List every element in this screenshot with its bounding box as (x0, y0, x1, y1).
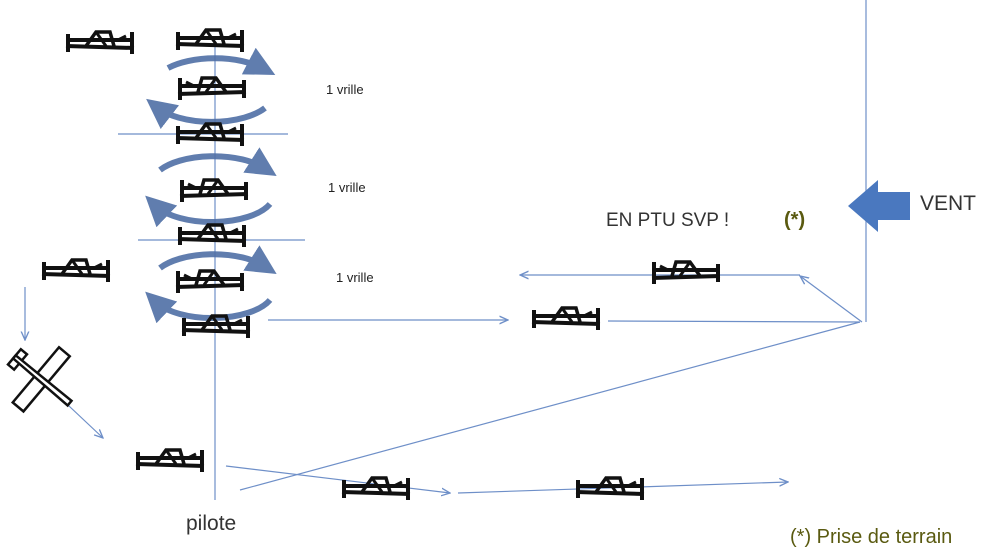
path-turn-up (800, 276, 863, 323)
notice-footnote-mark: (*) (784, 209, 806, 231)
airplane-side-icon (134, 448, 206, 474)
airplane-side-icon (650, 260, 722, 286)
airplane-side-icon (174, 269, 246, 295)
spin-label-2: 1 vrille (328, 180, 366, 195)
pattern-notice: EN PTU SVP ! (606, 210, 730, 231)
spin-label-3: 1 vrille (336, 270, 374, 285)
wind-arrow-icon (848, 180, 910, 232)
pilot-label: pilote (186, 512, 237, 535)
rotation-circle-icon (146, 47, 276, 130)
path-to-turn (607, 320, 861, 323)
airplane-side-icon (174, 122, 246, 148)
airplane-side-icon (176, 223, 248, 249)
airplane-side-icon (40, 258, 112, 284)
footnote: (*) Prise de terrain (790, 526, 953, 548)
airplane-side-icon (174, 28, 246, 54)
spin-label-1: 1 vrille (326, 82, 364, 97)
path-bottom-1 (225, 465, 450, 493)
path-diagonal (239, 321, 861, 491)
airplane-side-icon (530, 306, 602, 332)
airplane-top-view-icon (6, 345, 74, 414)
airplane-side-icon (176, 76, 248, 102)
airplane-side-icon (178, 178, 250, 204)
rotation-circle-icon (145, 147, 277, 228)
wind-label: VENT (920, 192, 977, 215)
airplane-side-icon (64, 30, 136, 56)
